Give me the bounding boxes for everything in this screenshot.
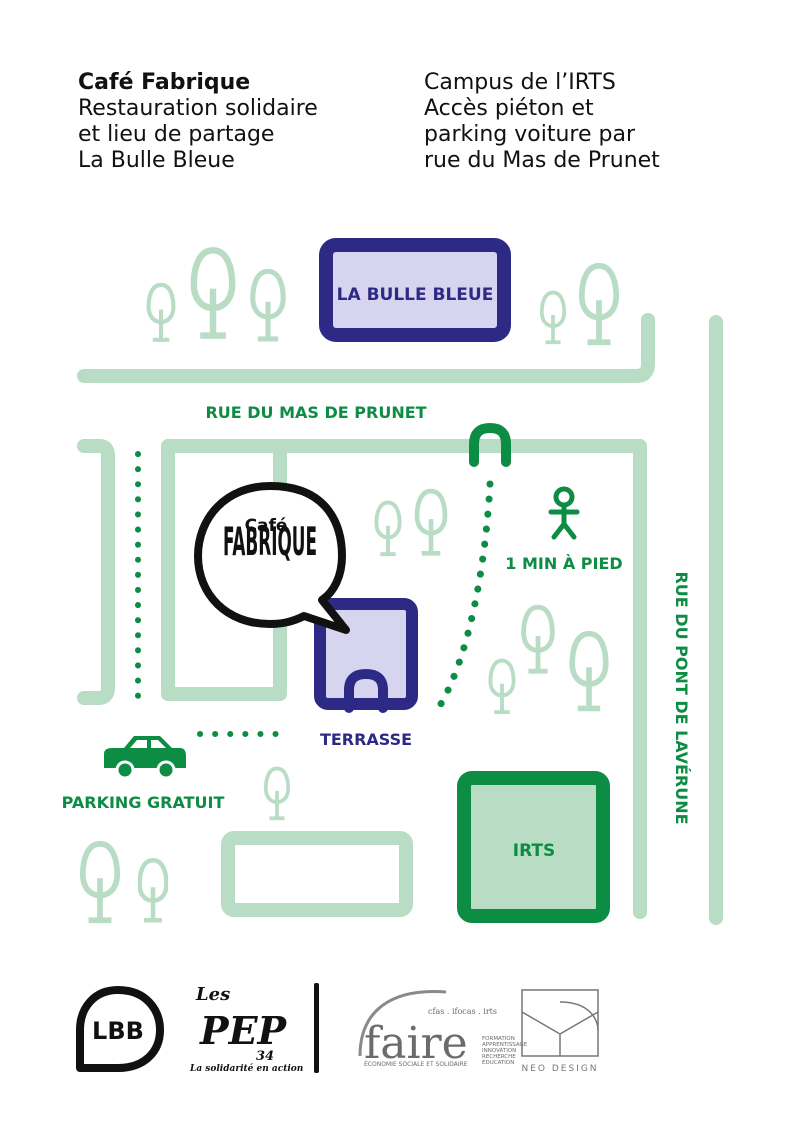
bubble-line2: FABRIQUE: [223, 520, 317, 565]
tree-icon: [490, 661, 513, 713]
header-right: Campus de l’IRTS Accès piéton et parking…: [424, 70, 754, 174]
tree-icon: [140, 860, 167, 920]
faire-arc-icon: [358, 990, 447, 1057]
tree-icon: [194, 250, 232, 335]
faire-main-text: faire: [364, 1018, 468, 1069]
tree-icon: [582, 266, 616, 342]
tree-icon: [572, 634, 606, 709]
tree-icon: [524, 607, 553, 671]
street-pont-de-laverune-label: RUE DU PONT DE LAVÉRUNE: [672, 571, 691, 824]
pep-num-text: 34: [256, 1049, 274, 1064]
header-left: Café Fabrique Restauration solidaire et …: [78, 70, 408, 174]
faire-bottom-text: ÉCONOMIE SOCIALE ET SOLIDAIRE: [364, 1060, 468, 1068]
faire-sub3: INNOVATION: [482, 1048, 516, 1054]
neo-text: NEO DESIGN: [521, 1064, 598, 1074]
street-mas-de-prunet: [77, 313, 655, 383]
streets: [77, 313, 723, 925]
pep-tagline-text: La solidarité en action: [189, 1063, 303, 1074]
faire-sub2: APPRENTISSAGE: [482, 1042, 528, 1048]
tree-icon: [83, 844, 117, 920]
tree-icon: [417, 491, 445, 553]
faire-sub5: ÉDUCATION: [482, 1058, 514, 1066]
tree-icon: [376, 503, 399, 555]
faire-logo: cfas . ifocas . irts faire FORMATION APP…: [358, 990, 528, 1069]
parking-block: [221, 831, 413, 917]
terrasse-arch-icon: [344, 668, 388, 713]
lbb-logo: LBB: [76, 986, 164, 1072]
neo-mark-icon: [521, 1001, 599, 1056]
tree-icon: [149, 285, 174, 340]
car-icon: [104, 736, 186, 780]
neo-design-logo: NEO DESIGN: [521, 989, 599, 1074]
faire-top-text: cfas . ifocas . irts: [428, 1007, 497, 1016]
road-left: [77, 439, 115, 705]
tree-icon: [253, 271, 283, 339]
lbb-text: LBB: [92, 1017, 144, 1045]
header-left-line2: et lieu de partage: [78, 122, 275, 147]
header-right-line4: rue du Mas de Prunet: [424, 148, 660, 173]
faire-sub4: RECHERCHE: [482, 1054, 516, 1060]
terrasse-label: TERRASSE: [320, 730, 412, 749]
cafe-fabrique-bubble[interactable]: Café FABRIQUE: [194, 482, 350, 634]
entrance-arch-icon: [469, 422, 511, 467]
irts-label: IRTS: [513, 841, 556, 861]
cafe-title: Café Fabrique: [78, 70, 251, 95]
bulle-bleue-label: LA BULLE BLEUE: [337, 285, 494, 305]
walking-path: [432, 480, 494, 716]
header-right-line1: Campus de l’IRTS: [424, 70, 616, 95]
pep34-logo: Les PEP 34 La solidarité en action: [189, 984, 303, 1074]
pep-main-text: PEP: [199, 1008, 288, 1053]
pedestrian-icon: [548, 486, 580, 540]
pep-top-text: Les: [195, 984, 230, 1005]
header-right-line3: parking voiture par: [424, 122, 635, 147]
walk-time-label: 1 MIN À PIED: [505, 554, 622, 573]
parking-label: PARKING GRATUIT: [62, 793, 225, 812]
tree-icon: [540, 290, 566, 345]
faire-sub1: FORMATION: [482, 1036, 515, 1042]
header-right-line2: Accès piéton et: [424, 96, 594, 121]
bubble-line1: Café: [245, 516, 288, 536]
street-mas-de-prunet-label: RUE DU MAS DE PRUNET: [205, 403, 426, 422]
header-left-line1: Restauration solidaire: [78, 96, 318, 121]
header-left-line3: La Bulle Bleue: [78, 148, 235, 173]
tree-icon: [266, 768, 288, 818]
bulle-bleue-building[interactable]: [319, 238, 511, 342]
footer-divider: [314, 983, 319, 1073]
irts-building[interactable]: [457, 771, 610, 923]
